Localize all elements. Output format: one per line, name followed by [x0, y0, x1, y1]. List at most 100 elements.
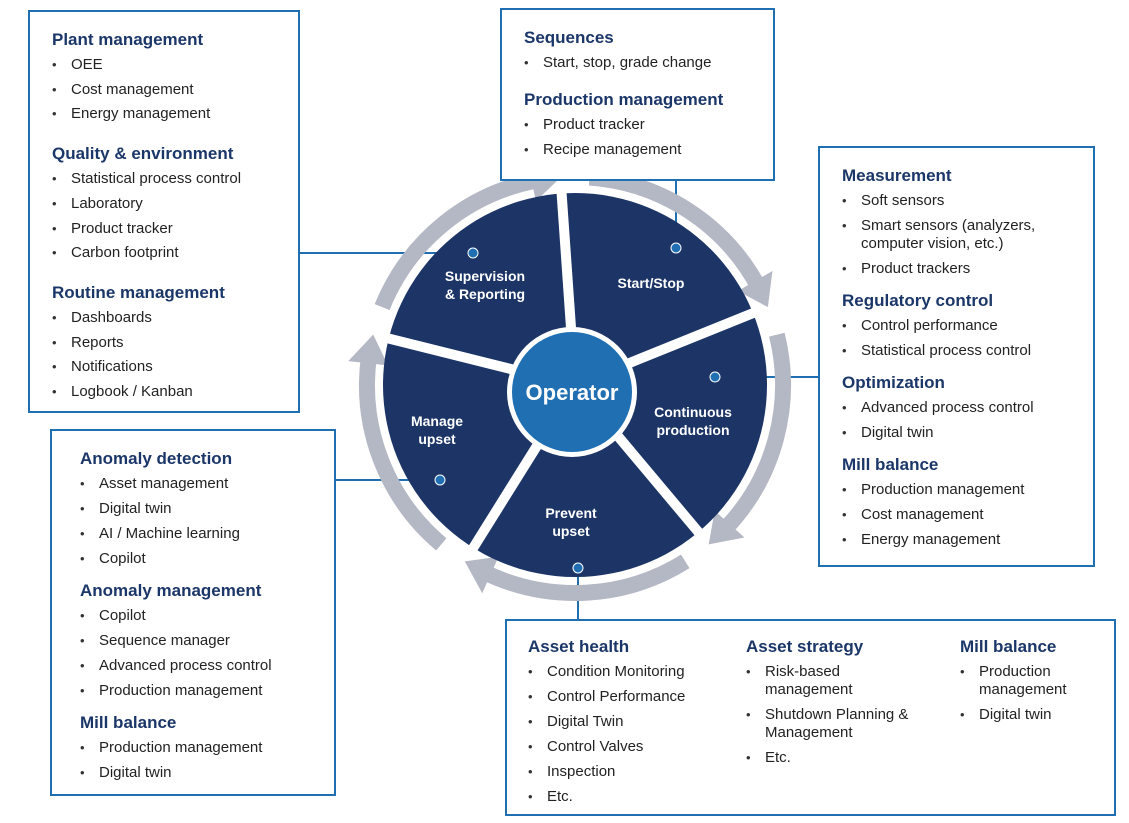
cycle-arrow-arc: [359, 354, 447, 551]
list-item: •Etc.: [528, 788, 573, 805]
bullet-icon: •: [528, 689, 533, 704]
list-item: •Product tracker: [52, 219, 173, 237]
connector-dot-icon: [467, 247, 479, 259]
list-item: •Notifications: [52, 358, 153, 376]
connector-dot-icon: [572, 562, 584, 574]
list-item: •Copilot: [80, 550, 146, 567]
bullet-icon: •: [80, 683, 85, 698]
column-title-asset-strategy: Asset strategy: [746, 637, 864, 656]
list-item: •Production management: [842, 481, 1025, 498]
cycle-arrow-arc: [374, 172, 541, 311]
bullet-icon: •: [960, 664, 965, 679]
list-item: •Start, stop, grade change: [524, 54, 712, 71]
column-title-mill-balance: Mill balance: [960, 637, 1057, 656]
bullet-icon: •: [960, 707, 965, 722]
section-title-sequences: Sequences: [524, 28, 614, 47]
section-title-plant-management: Plant management: [52, 30, 204, 49]
bullet-icon: •: [528, 739, 533, 754]
list-item: •Soft sensors: [842, 192, 945, 209]
list-item: •Statistical process control: [842, 342, 1032, 359]
bullet-icon: •: [80, 658, 85, 673]
section-title-measurement: Measurement: [842, 166, 952, 185]
cycle-arrow-arc: [480, 554, 690, 601]
bullet-icon: •: [52, 384, 57, 399]
list-item: •Digital twin: [80, 500, 172, 517]
list-item: •Smart sensors (analyzers,computer visio…: [842, 217, 1036, 252]
section-title-quality-environment: Quality & environment: [52, 144, 234, 164]
connector-dot-icon: [434, 474, 446, 486]
bullet-icon: •: [80, 526, 85, 541]
list-item: •Digital twin: [842, 424, 934, 441]
bullet-icon: •: [842, 193, 847, 208]
list-item: •Advanced process control: [80, 657, 272, 674]
connector-dot-icon: [670, 242, 682, 254]
list-item: •Shutdown Planning &Management: [746, 706, 909, 741]
bullet-icon: •: [52, 309, 57, 325]
list-item: •Laboratory: [52, 194, 143, 212]
bullet-icon: •: [842, 400, 847, 415]
list-item: •Inspection: [528, 763, 616, 780]
list-item: •Cost management: [52, 80, 194, 98]
list-item: •Asset management: [80, 475, 229, 492]
list-item: •Statistical process control: [52, 170, 242, 188]
bullet-icon: •: [52, 57, 57, 72]
section-title-anomaly-management: Anomaly management: [80, 581, 262, 600]
list-item: •Product trackers: [842, 260, 971, 277]
list-item: •Cost management: [842, 506, 984, 523]
list-item: •Energy management: [842, 531, 1001, 548]
box-plant-management: Plant management •OEE •Cost management •Ene…: [28, 10, 300, 413]
connector-dot-icon: [709, 371, 721, 383]
bullet-icon: •: [80, 765, 85, 780]
box-anomaly-detection: Anomaly detection•Asset management•Digit…: [50, 429, 336, 796]
section-title-optimization: Optimization: [842, 373, 945, 392]
bullet-icon: •: [52, 195, 57, 211]
bullet-icon: •: [842, 343, 847, 358]
segment-label-supervision-reporting: Supervision& Reporting: [445, 268, 525, 302]
list-item: •Production management: [80, 682, 263, 699]
bullet-icon: •: [528, 664, 533, 679]
cycle-arrow-ring: [348, 161, 791, 601]
bullet-icon: •: [52, 220, 57, 236]
bullet-icon: •: [528, 789, 533, 804]
list-item: •Production management: [80, 739, 263, 756]
bullet-icon: •: [80, 740, 85, 755]
bullet-icon: •: [842, 482, 847, 497]
bullet-icon: •: [80, 633, 85, 648]
bullet-icon: •: [842, 218, 847, 233]
bullet-icon: •: [524, 55, 529, 70]
list-item: •Digital Twin: [528, 713, 624, 730]
list-item: •Recipe management: [524, 141, 682, 158]
list-item: •Product tracker: [524, 116, 645, 133]
column-title-asset-health: Asset health: [528, 637, 630, 656]
bullet-icon: •: [52, 359, 57, 375]
list-item: •Energy management: [52, 105, 211, 123]
section-title-mill-balance: Mill balance: [842, 455, 939, 474]
bullet-icon: •: [52, 171, 57, 187]
cycle-arrow-arc: [718, 332, 791, 536]
box-asset-health: Asset health•Condition Monitoring•Contro…: [505, 619, 1116, 816]
box-measurement: Measurement •Soft sensors •Smart sensors (…: [818, 146, 1095, 567]
cycle-arrowhead-icon: [708, 510, 745, 545]
bullet-icon: •: [528, 714, 533, 729]
bullet-icon: •: [746, 707, 751, 722]
bullet-icon: •: [842, 425, 847, 440]
bullet-icon: •: [80, 551, 85, 566]
bullet-icon: •: [746, 664, 751, 679]
section-title-mill-balance: Mill balance: [80, 713, 177, 732]
list-item: •Dashboards: [52, 308, 152, 326]
list-item: •Carbon footprint: [52, 244, 179, 262]
list-item: •Sequence manager: [80, 632, 230, 649]
list-item: •OEE: [52, 56, 103, 73]
bullet-icon: •: [524, 117, 529, 132]
cycle-arrowhead-icon: [464, 556, 499, 594]
cycle-arrow-arc: [588, 169, 766, 292]
list-item: •Etc.: [746, 749, 791, 766]
list-item: •Reports: [52, 333, 124, 351]
list-item: •Logbook / Kanban: [52, 383, 193, 400]
center-label: Operator: [526, 380, 619, 405]
bullet-icon: •: [80, 608, 85, 623]
